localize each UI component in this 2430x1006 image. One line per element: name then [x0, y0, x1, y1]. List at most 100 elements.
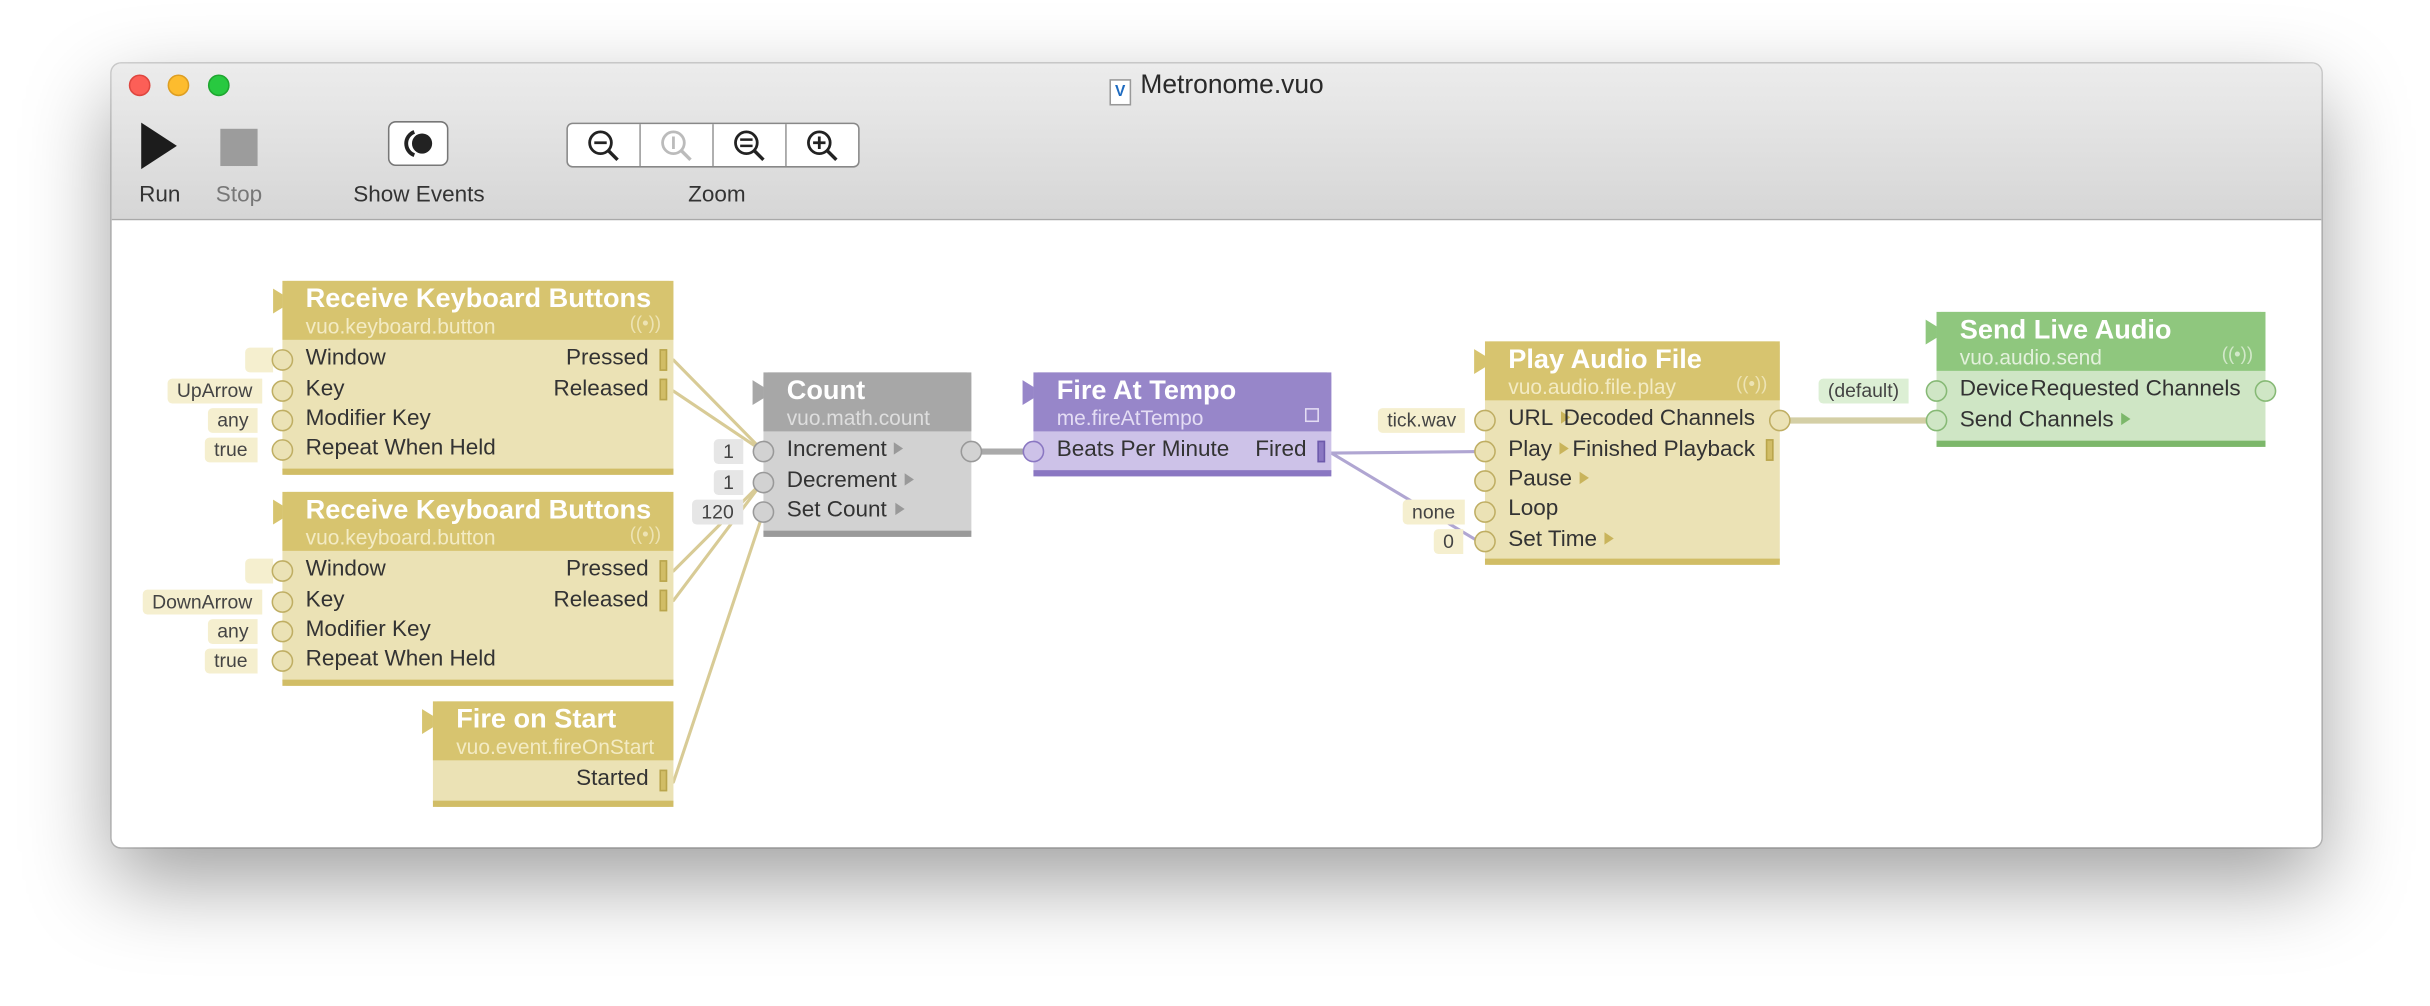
zoom-in-icon — [807, 129, 838, 161]
output-port-count[interactable] — [960, 440, 983, 463]
close-button[interactable] — [128, 74, 151, 97]
cables-layer — [671, 358, 1931, 784]
input-port-label: Pause — [1508, 467, 1590, 492]
output-port-label: Decoded Channels — [1563, 406, 1755, 432]
output-port-fired[interactable] — [1317, 440, 1326, 463]
run-button[interactable] — [137, 119, 184, 175]
cable-fired-settime[interactable] — [1329, 451, 1481, 544]
zoom-label: Zoom — [688, 183, 746, 208]
cable-kb2-released-decrement[interactable] — [671, 479, 765, 603]
input-port-send-channels[interactable] — [1925, 409, 1948, 432]
url-constant[interactable]: tick.wav — [1377, 408, 1466, 433]
node-class: me.fireAtTempo — [1056, 406, 1204, 430]
zoom-out-button[interactable] — [568, 124, 641, 167]
node-fire-at-tempo[interactable]: Fire At Tempo me.fireAtTempo Beats Per M… — [1033, 372, 1332, 477]
input-port-modifier-key[interactable] — [271, 620, 294, 643]
input-port-label: URL — [1508, 407, 1571, 431]
output-port-decoded-channels[interactable] — [1768, 409, 1791, 432]
input-port-decrement[interactable] — [752, 471, 775, 494]
node-play-audio-file[interactable]: Play Audio File vuo.audio.file.play ((•)… — [1484, 341, 1780, 565]
output-port-released[interactable] — [659, 589, 668, 612]
zoom-in-button[interactable] — [787, 124, 858, 166]
output-port-label: Pressed — [566, 346, 649, 371]
output-port-label: Fired — [1255, 437, 1307, 463]
input-port-label: Modifier Key — [305, 617, 431, 643]
input-port-window[interactable] — [271, 560, 294, 582]
increment-constant[interactable]: 1 — [713, 439, 744, 464]
input-port-label: Key — [305, 377, 345, 402]
modifier-key-input-constant[interactable]: any — [207, 408, 258, 433]
output-port-label: Finished Playback — [1572, 437, 1755, 463]
output-port-started[interactable] — [659, 769, 668, 792]
cable-kb2-pressed-decrement[interactable] — [671, 479, 765, 573]
cable-kb1-pressed-increment[interactable] — [671, 358, 765, 454]
input-port-beats-per-minute[interactable] — [1022, 440, 1045, 463]
input-port-label: Beats Per Minute — [1056, 437, 1230, 463]
modifier-key-input-constant[interactable]: any — [207, 619, 258, 644]
composition-canvas[interactable]: Receive Keyboard Buttons vuo.keyboard.bu… — [111, 220, 2322, 848]
node-receive-keyboard-buttons-2[interactable]: Receive Keyboard Buttons vuo.keyboard.bu… — [282, 491, 674, 686]
zoom-to-fit-button[interactable] — [714, 124, 787, 167]
output-port-label: Pressed — [566, 557, 649, 582]
input-port-increment[interactable] — [752, 440, 775, 463]
node-title: Fire on Start — [456, 702, 617, 734]
input-port-modifier-key[interactable] — [271, 409, 294, 432]
decrement-constant[interactable]: 1 — [713, 470, 744, 495]
input-port-repeat[interactable] — [271, 439, 294, 461]
key-input-constant[interactable]: UpArrow — [167, 378, 262, 404]
set-count-constant[interactable]: 120 — [692, 499, 744, 525]
stop-button[interactable] — [220, 128, 258, 167]
event-source-icon: ((•)) — [2221, 342, 2254, 365]
repeat-input-constant[interactable]: true — [204, 437, 257, 463]
input-port-label: Window — [305, 557, 386, 582]
show-events-icon — [404, 130, 433, 157]
output-port-label: Released — [553, 588, 649, 613]
input-port-set-count[interactable] — [752, 501, 775, 523]
input-port-label: Key — [305, 588, 345, 613]
input-port-label: Send Channels — [1960, 408, 2131, 433]
cable-started-setcount[interactable] — [671, 510, 765, 784]
zoom-control — [566, 122, 860, 168]
output-port-requested-channels[interactable] — [2254, 380, 2277, 402]
output-port-released[interactable] — [659, 378, 668, 401]
output-port-pressed[interactable] — [659, 560, 668, 582]
zoom-window-button[interactable] — [207, 74, 230, 97]
repeat-input-constant[interactable]: true — [204, 648, 257, 674]
input-port-key[interactable] — [271, 380, 294, 402]
window-title-text: Metronome.vuo — [1140, 69, 1324, 100]
key-input-constant[interactable]: DownArrow — [142, 589, 262, 615]
input-port-repeat[interactable] — [271, 650, 294, 672]
output-port-finished-playback[interactable] — [1765, 439, 1774, 461]
play-icon — [141, 122, 177, 170]
loop-constant[interactable]: none — [1402, 499, 1465, 525]
node-count[interactable]: Count vuo.math.count Increment Decrement… — [763, 372, 972, 537]
set-time-constant[interactable]: 0 — [1433, 529, 1464, 554]
show-events-button[interactable] — [387, 121, 449, 167]
input-port-play[interactable] — [1474, 440, 1496, 463]
input-port-loop[interactable] — [1474, 501, 1496, 523]
input-port-label: Increment — [787, 438, 904, 462]
event-source-icon: ((•)) — [629, 311, 662, 334]
input-port-pause[interactable] — [1474, 470, 1496, 492]
set-count-label: Set Count — [786, 498, 887, 523]
window-input-constant[interactable] — [245, 347, 274, 373]
subcomposition-icon — [1304, 408, 1319, 423]
node-receive-keyboard-buttons-1[interactable]: Receive Keyboard Buttons vuo.keyboard.bu… — [282, 280, 674, 475]
input-port-url[interactable] — [1474, 409, 1496, 432]
input-port-label: Repeat When Held — [305, 647, 496, 672]
cable-kb1-released-increment[interactable] — [671, 389, 765, 454]
device-constant[interactable]: (default) — [1818, 378, 1909, 404]
node-class: vuo.keyboard.button — [305, 526, 496, 550]
node-fire-on-start[interactable]: Fire on Start vuo.event.fireOnStart Star… — [432, 701, 674, 807]
cable-fired-play[interactable] — [1329, 449, 1481, 455]
minimize-button[interactable] — [167, 74, 190, 97]
actual-size-button[interactable] — [641, 124, 714, 167]
window-input-constant[interactable] — [245, 558, 274, 584]
input-port-device[interactable] — [1925, 380, 1948, 402]
input-port-window[interactable] — [271, 349, 294, 371]
input-port-set-time[interactable] — [1474, 530, 1496, 553]
input-port-key[interactable] — [271, 591, 294, 613]
node-send-live-audio[interactable]: Send Live Audio vuo.audio.send ((•)) Dev… — [1936, 311, 2266, 447]
output-port-pressed[interactable] — [659, 349, 668, 371]
